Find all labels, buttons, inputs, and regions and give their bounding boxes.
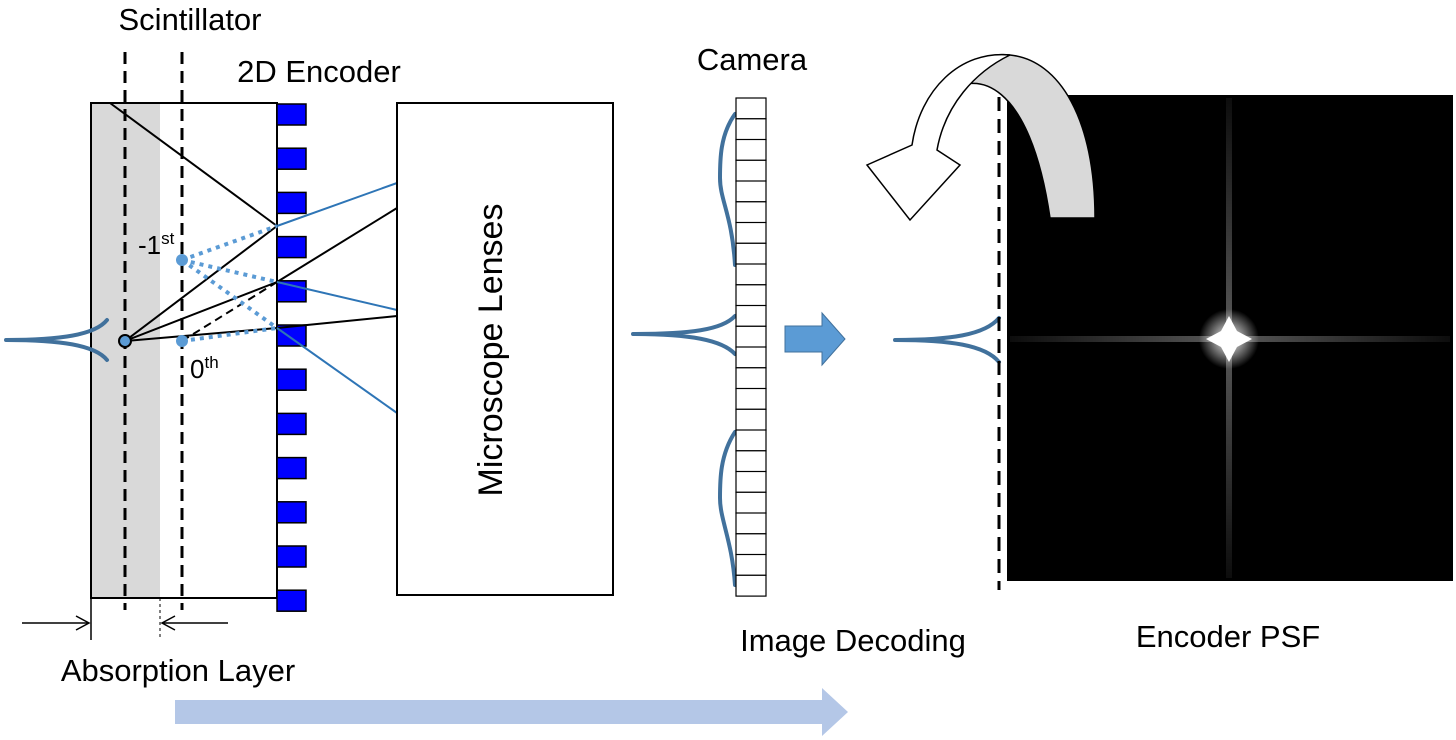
camera-pixel — [735, 97, 767, 120]
camera-pixel — [735, 242, 767, 265]
absorption-layer-dimension — [22, 598, 228, 640]
label-encoder-psf: Encoder PSF — [1136, 619, 1320, 654]
encoder-block — [276, 545, 307, 568]
encoder-block — [276, 103, 307, 126]
encoder-block — [276, 147, 307, 170]
ray-dotted-3 — [180, 258, 279, 330]
ray-blue-out-3 — [276, 327, 398, 414]
ray-blue-out-1 — [276, 182, 398, 227]
ray-dotted-4 — [181, 326, 278, 343]
label-microscope-lenses: Microscope Lenses — [472, 204, 510, 497]
ray-black-out-1 — [276, 207, 398, 283]
ray-black-c — [124, 327, 278, 342]
encoder-block — [276, 324, 307, 347]
camera-pixel — [735, 284, 767, 307]
camera-sensor — [735, 97, 767, 597]
camera-pixel — [735, 201, 767, 224]
camera-pixel — [735, 367, 767, 390]
encoder-grating — [276, 103, 307, 612]
label-minus-first-order: -1st — [138, 229, 175, 260]
optical-rays — [109, 102, 398, 414]
flip-arrow-icon — [865, 53, 1096, 222]
camera-profile-curve-center — [631, 314, 737, 356]
ray-black-a — [124, 225, 278, 342]
camera-pixel — [735, 263, 767, 286]
input-profile-curve — [4, 318, 109, 362]
camera-pixel — [735, 118, 767, 141]
camera-pixel — [735, 159, 767, 182]
camera-pixel — [735, 450, 767, 473]
psf-center-star — [1206, 316, 1252, 362]
camera-profile-curve-top — [717, 112, 737, 267]
zeroth-order-point — [176, 335, 188, 347]
minus-first-order-point — [176, 254, 188, 266]
label-scintillator: Scintillator — [119, 2, 262, 37]
camera-pixel — [735, 387, 767, 410]
label-absorption-layer: Absorption Layer — [61, 653, 295, 688]
camera-pixel — [735, 180, 767, 203]
ray-black-b — [124, 281, 278, 342]
flow-arrow — [175, 688, 848, 736]
encoder-block — [276, 456, 307, 480]
camera-profile-curve-bottom — [717, 430, 737, 587]
scintillator-block — [90, 52, 278, 640]
ray-black-top — [109, 102, 278, 227]
camera-pixel — [735, 138, 767, 161]
label-zeroth-order: 0th — [190, 353, 219, 384]
ray-dotted-2 — [181, 258, 278, 284]
camera-pixel — [735, 408, 767, 431]
ray-black-dashed — [181, 281, 278, 342]
camera-pixel — [735, 553, 767, 576]
camera-pixel — [735, 304, 767, 327]
camera-pixel — [735, 470, 767, 493]
encoder-block — [276, 501, 307, 524]
label-image-decoding: Image Decoding — [740, 623, 966, 658]
camera-pixel — [735, 221, 767, 244]
encoder-block — [276, 368, 307, 391]
microscope-lenses-box — [396, 102, 614, 596]
ray-blue-out-2 — [276, 281, 398, 311]
camera-pixel — [735, 429, 767, 452]
label-camera: Camera — [697, 42, 808, 77]
camera-pixel — [735, 491, 767, 514]
decode-arrow — [784, 311, 846, 367]
camera-pixel — [735, 325, 767, 348]
ray-black-out-2 — [276, 315, 398, 329]
camera-pixel — [735, 574, 767, 597]
encoder-block — [276, 412, 307, 436]
encoder-block — [276, 235, 307, 259]
encoder-block — [276, 191, 307, 215]
camera-pixel — [735, 533, 767, 556]
source-point — [118, 334, 132, 348]
camera-pixel — [735, 512, 767, 535]
label-2d-encoder: 2D Encoder — [237, 54, 401, 89]
encoder-block — [276, 589, 307, 612]
ray-dotted-1 — [181, 224, 278, 262]
camera-pixel — [735, 346, 767, 369]
decoded-profile-curve — [893, 316, 1001, 364]
